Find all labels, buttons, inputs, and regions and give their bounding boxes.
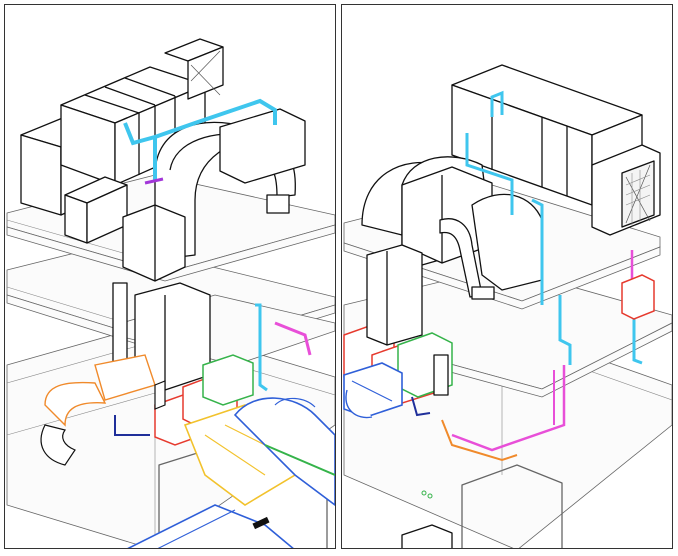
- magenta-piping: [144, 177, 312, 356]
- left-drawing: [6, 38, 335, 548]
- orange-piping: [441, 419, 518, 462]
- isometric-view-left: [4, 4, 336, 549]
- cyan-piping: [465, 90, 643, 365]
- cyan-piping: [123, 98, 277, 392]
- isometric-view-right: [341, 4, 673, 549]
- blue-duct-run: [127, 397, 335, 548]
- right-drawing: [343, 64, 672, 548]
- air-handling-unit: [451, 64, 661, 236]
- magenta-piping: [451, 250, 655, 452]
- green-piping: [264, 444, 335, 476]
- duct-equipment-cluster: [343, 324, 453, 419]
- exhaust-fan: [219, 108, 306, 214]
- vertical-riser: [366, 244, 423, 346]
- elbow-duct: [361, 156, 543, 300]
- elbow-duct: [122, 121, 266, 282]
- orange-duct-run: [40, 354, 156, 466]
